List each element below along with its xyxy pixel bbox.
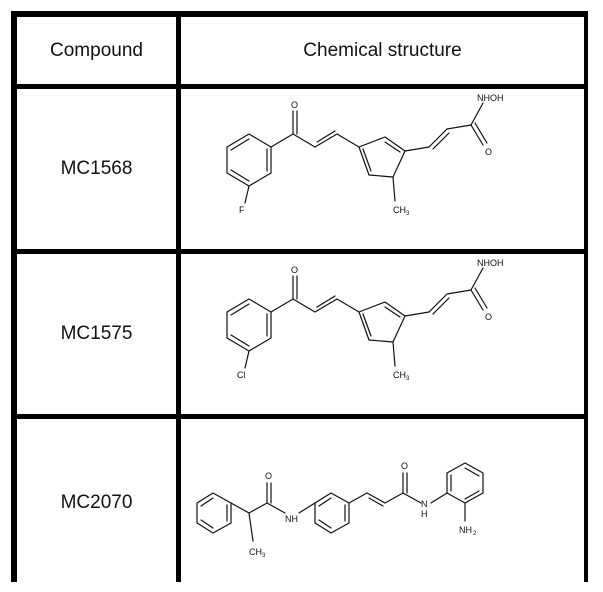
chemical-structure-cell: Cl O CH 3 NHOH O: [181, 254, 584, 414]
compound-name-cell: MC1575: [17, 254, 176, 414]
header-structure: Chemical structure: [181, 17, 584, 84]
amide-nh-1-label: NH: [285, 514, 298, 524]
structure-diagram-mc1568: F O CH 3 NHOH: [226, 93, 504, 217]
compound-name: MC1575: [60, 323, 133, 344]
halogen-label: F: [239, 205, 245, 215]
ketone-oxygen-label: O: [291, 265, 298, 275]
amide-n-2-label: N: [421, 499, 428, 509]
methyl-subscript: 3: [406, 376, 410, 382]
compound-name-cell: MC2070: [17, 419, 176, 587]
chemical-structure-cell: F O CH 3 NHOH: [181, 89, 584, 249]
chemical-structure-cell: CH 3 O NH O N H: [181, 419, 584, 587]
structure-diagram-mc2070: CH 3 O NH O N H: [196, 461, 484, 559]
ketone-oxygen-label: O: [291, 100, 298, 110]
compound-table: Compound Chemical structure MC1568 F O: [11, 11, 588, 587]
amide-h-2-label: H: [421, 509, 428, 519]
methyl-label: CH: [393, 370, 406, 380]
amide-oxygen-label: O: [485, 312, 492, 322]
compound-name: MC2070: [60, 492, 133, 513]
methyl-label: CH: [393, 205, 406, 215]
halogen-label: Cl: [237, 370, 246, 380]
compound-name: MC1568: [60, 158, 133, 179]
compound-name-cell: MC1568: [17, 89, 176, 249]
methyl-subscript: 3: [262, 553, 266, 559]
hydroxamic-label: NHOH: [477, 93, 504, 103]
amino-subscript: 2: [473, 531, 477, 537]
header-compound: Compound: [17, 17, 176, 84]
header-structure-label: Chemical structure: [303, 39, 462, 61]
amide-oxygen-2-label: O: [401, 461, 408, 471]
amide-oxygen-1-label: O: [265, 471, 272, 481]
amide-oxygen-label: O: [485, 147, 492, 157]
amino-label: NH: [459, 525, 472, 535]
hydroxamic-label: NHOH: [477, 258, 504, 268]
methyl-subscript: 3: [406, 211, 410, 217]
structure-diagram-mc1575: Cl O CH 3 NHOH O: [226, 258, 504, 382]
methyl-label: CH: [249, 547, 262, 557]
header-compound-label: Compound: [50, 39, 143, 61]
